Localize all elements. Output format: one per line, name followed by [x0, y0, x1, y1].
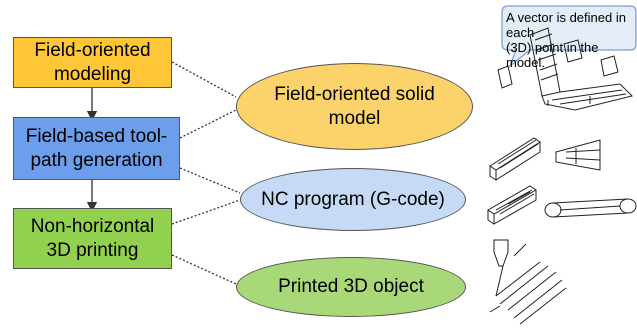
- link-toolpath-to-gcode: [179, 167, 241, 194]
- printed-object-ellipse: Printed 3D object: [236, 257, 466, 317]
- link-printing-to-gcode: [171, 199, 241, 225]
- non-horizontal-printing-box: Non-horizontal 3D printing: [13, 208, 172, 269]
- printing-nozzle-sketch-icon: [489, 239, 567, 325]
- callout-bubble: [501, 5, 637, 68]
- link-printing-to-object: [171, 254, 237, 285]
- callout-text: A vector is defined in each (3D) point i…: [506, 10, 626, 70]
- solid-model-sketch-icon: [497, 27, 633, 111]
- toolpath-sketch-icon: [487, 137, 637, 225]
- link-modeling-to-model: [171, 61, 237, 98]
- field-based-toolpath-box: Field-based tool- path generation: [13, 117, 180, 180]
- link-toolpath-to-model: [179, 109, 237, 139]
- nc-program-ellipse: NC program (G-code): [240, 168, 466, 231]
- field-oriented-modeling-box: Field-oriented modeling: [13, 37, 172, 88]
- solid-model-ellipse: Field-oriented solid model: [236, 63, 473, 150]
